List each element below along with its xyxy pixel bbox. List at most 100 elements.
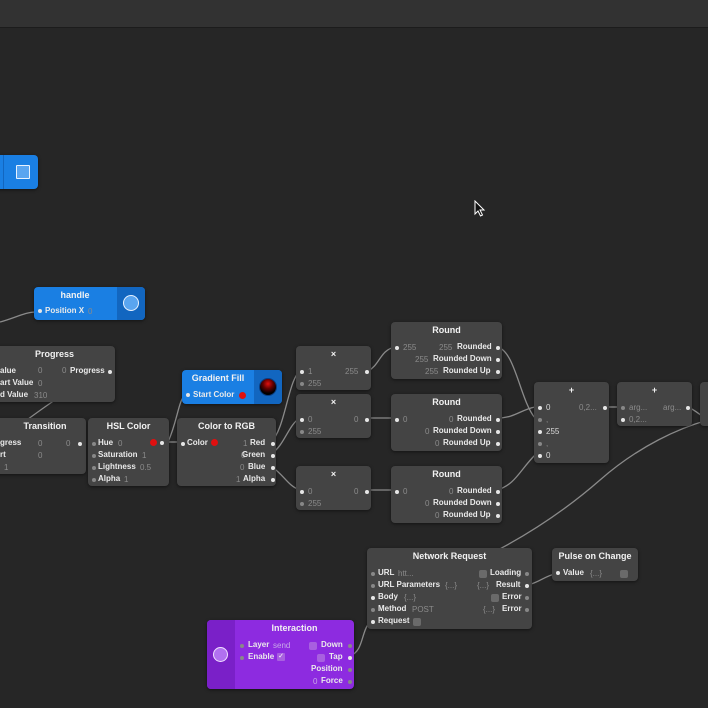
- input-port[interactable]: [240, 656, 244, 660]
- handle-node[interactable]: handle Position X 0: [34, 287, 145, 320]
- output-port[interactable]: [686, 406, 690, 410]
- input-port[interactable]: [395, 490, 399, 494]
- input-port[interactable]: [538, 454, 542, 458]
- output-port[interactable]: [271, 466, 275, 470]
- rounded-label: Rounded: [457, 414, 492, 423]
- output-port[interactable]: [160, 441, 164, 445]
- output-port[interactable]: [271, 442, 275, 446]
- output-port[interactable]: [496, 418, 500, 422]
- input-port[interactable]: [300, 490, 304, 494]
- input-port[interactable]: [395, 418, 399, 422]
- input-port[interactable]: [538, 430, 542, 434]
- output-port[interactable]: [496, 370, 500, 374]
- round-node-3[interactable]: Round 0 0 Rounded 0 Rounded Down 0 Round…: [391, 466, 502, 523]
- input-port[interactable]: [186, 393, 190, 397]
- input-port[interactable]: [371, 572, 375, 576]
- output-port[interactable]: [525, 596, 529, 600]
- input-port[interactable]: [621, 406, 625, 410]
- input-port[interactable]: [538, 418, 542, 422]
- color-swatch: [150, 439, 157, 446]
- rounded-up-label: Rounded Up: [443, 366, 491, 375]
- input-port[interactable]: [240, 644, 244, 648]
- url-value: htt...: [398, 569, 414, 578]
- alpha-label: Alpha: [243, 474, 266, 483]
- output-port[interactable]: [365, 490, 369, 494]
- input-port[interactable]: [92, 454, 96, 458]
- output-port[interactable]: [496, 502, 500, 506]
- alpha-value: 1: [236, 475, 241, 484]
- node-title: Color to RGB: [198, 421, 255, 431]
- node-title: Round: [432, 325, 461, 335]
- output-port[interactable]: [496, 442, 500, 446]
- input-port[interactable]: [556, 571, 560, 575]
- output-port[interactable]: [496, 490, 500, 494]
- output-port[interactable]: [365, 370, 369, 374]
- input-port[interactable]: [38, 309, 42, 313]
- output-port[interactable]: [348, 668, 352, 672]
- network-request-node[interactable]: Network Request URL htt... Loading URL P…: [367, 548, 532, 629]
- input-2-value: 0,2...: [629, 415, 647, 424]
- input-port[interactable]: [300, 502, 304, 506]
- partial-node-right[interactable]: [700, 382, 708, 426]
- output-port[interactable]: [603, 406, 607, 410]
- partial-layer-node[interactable]: [0, 155, 38, 189]
- request-pulse-button[interactable]: [413, 618, 421, 626]
- input-port[interactable]: [300, 418, 304, 422]
- input-port[interactable]: [300, 382, 304, 386]
- input-port[interactable]: [538, 406, 542, 410]
- input-port[interactable]: [538, 442, 542, 446]
- green-value: 0: [241, 451, 246, 460]
- output-port[interactable]: [496, 430, 500, 434]
- input-port[interactable]: [300, 370, 304, 374]
- output-port[interactable]: [496, 358, 500, 362]
- output-port[interactable]: [108, 370, 112, 374]
- output-port[interactable]: [348, 680, 352, 684]
- round-node-2[interactable]: Round 0 0 Rounded 0 Rounded Down 0 Round…: [391, 394, 502, 451]
- input-2-value: 255: [308, 427, 322, 436]
- rounded-up-label: Rounded Up: [443, 510, 491, 519]
- input-port[interactable]: [300, 430, 304, 434]
- interaction-node[interactable]: Interaction Layer send Down Enable ✓ Tap…: [207, 620, 354, 689]
- output-port[interactable]: [365, 418, 369, 422]
- progress-node[interactable]: Progress alue 0 0 Progress art Value 0 d…: [0, 346, 115, 402]
- output-port[interactable]: [348, 644, 352, 648]
- gradient-fill-node[interactable]: Gradient Fill Start Color: [182, 370, 282, 404]
- input-port[interactable]: [371, 608, 375, 612]
- add-node-1[interactable]: + 0 0,2... , 255 , 0: [534, 382, 609, 463]
- round-node-1[interactable]: Round 255 255 Rounded 255 Rounded Down 2…: [391, 322, 502, 379]
- rounded-value: 0: [449, 415, 454, 424]
- input-port[interactable]: [92, 466, 96, 470]
- input-port[interactable]: [395, 346, 399, 350]
- input-port[interactable]: [621, 418, 625, 422]
- output-port[interactable]: [348, 656, 352, 660]
- input-port[interactable]: [92, 442, 96, 446]
- enable-checkbox[interactable]: ✓: [277, 653, 285, 661]
- multiply-node-2[interactable]: × 0 0 255: [296, 394, 371, 438]
- input-port[interactable]: [371, 584, 375, 588]
- input-port[interactable]: [371, 596, 375, 600]
- input-port[interactable]: [371, 620, 375, 624]
- output-port[interactable]: [271, 454, 275, 458]
- node-title: ×: [330, 469, 337, 479]
- input-value: 255: [403, 343, 417, 352]
- output-port[interactable]: [271, 478, 275, 482]
- loading-label: Loading: [490, 568, 522, 577]
- output-port[interactable]: [78, 442, 82, 446]
- rounded-label: Rounded: [457, 486, 492, 495]
- transition-node[interactable]: Transition gress 0 0 rt 0 1: [0, 418, 86, 474]
- output-port[interactable]: [525, 572, 529, 576]
- input-port[interactable]: [181, 442, 185, 446]
- multiply-node-3[interactable]: × 0 0 255: [296, 466, 371, 510]
- color-to-rgb-node[interactable]: Color to RGB Color 1 Red 0 Green 0 Blue …: [177, 418, 276, 486]
- pulse-on-change-node[interactable]: Pulse on Change Value {...}: [552, 548, 638, 581]
- input-1-value: 0: [308, 487, 313, 496]
- input-port[interactable]: [92, 478, 96, 482]
- output-port[interactable]: [496, 514, 500, 518]
- hsl-color-node[interactable]: HSL Color Hue 0 Saturation 1 Lightness 0…: [88, 418, 169, 486]
- output-port[interactable]: [525, 608, 529, 612]
- output-port[interactable]: [525, 584, 529, 588]
- multiply-node-1[interactable]: × 1 255 255: [296, 346, 371, 390]
- output-port[interactable]: [496, 346, 500, 350]
- add-node-2[interactable]: + arg... arg... 0,2...: [617, 382, 692, 426]
- input-5-value: 0: [546, 451, 551, 460]
